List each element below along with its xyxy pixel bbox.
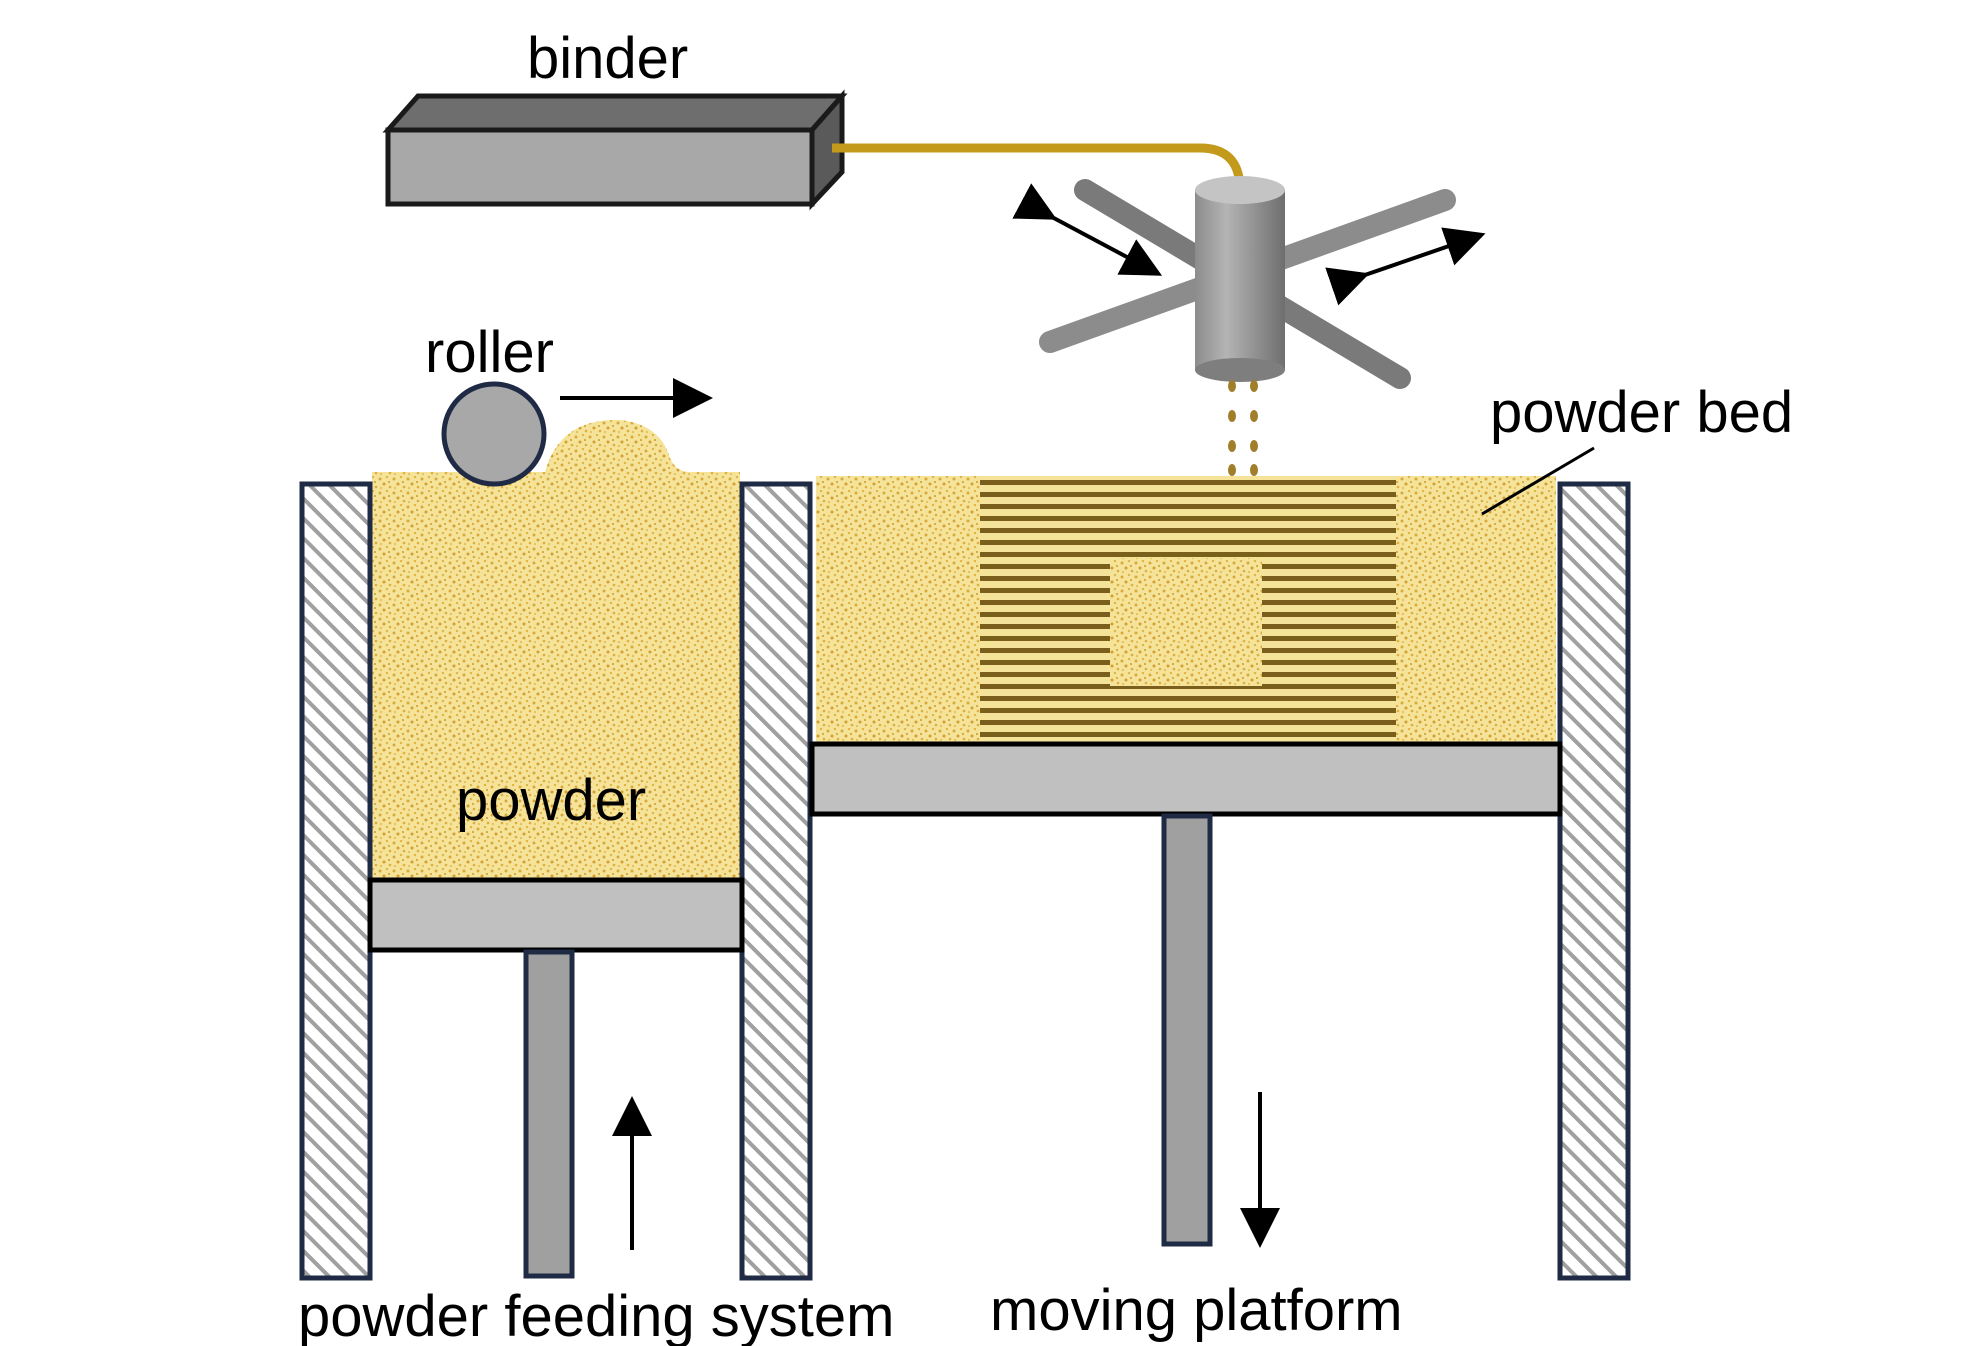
print-head — [1195, 176, 1285, 382]
label-powder-feeding-system: powder feeding system — [298, 1284, 894, 1346]
feed-platform — [367, 877, 745, 953]
binder-droplets — [1228, 380, 1258, 476]
label-moving-platform: moving platform — [990, 1278, 1403, 1343]
binder-reservoir — [382, 89, 848, 211]
powder-bed-leader — [1481, 446, 1595, 516]
feed-piston — [523, 949, 575, 1279]
print-head-arrow-right — [1325, 227, 1486, 306]
roller — [441, 381, 547, 487]
feed-powder — [372, 419, 740, 880]
binder-feed-line — [832, 143, 1245, 191]
build-piston — [1161, 813, 1213, 1247]
label-powder-bed: powder bed — [1490, 380, 1793, 445]
label-binder: binder — [527, 26, 688, 91]
printed-part — [980, 476, 1396, 742]
center-wall — [739, 481, 813, 1281]
label-powder: powder — [456, 768, 646, 833]
build-wall-right — [1557, 481, 1631, 1281]
print-head-arrow-left — [1012, 183, 1163, 276]
feed-wall-left — [299, 481, 373, 1281]
build-platform — [809, 741, 1563, 817]
label-roller: roller — [425, 320, 554, 385]
